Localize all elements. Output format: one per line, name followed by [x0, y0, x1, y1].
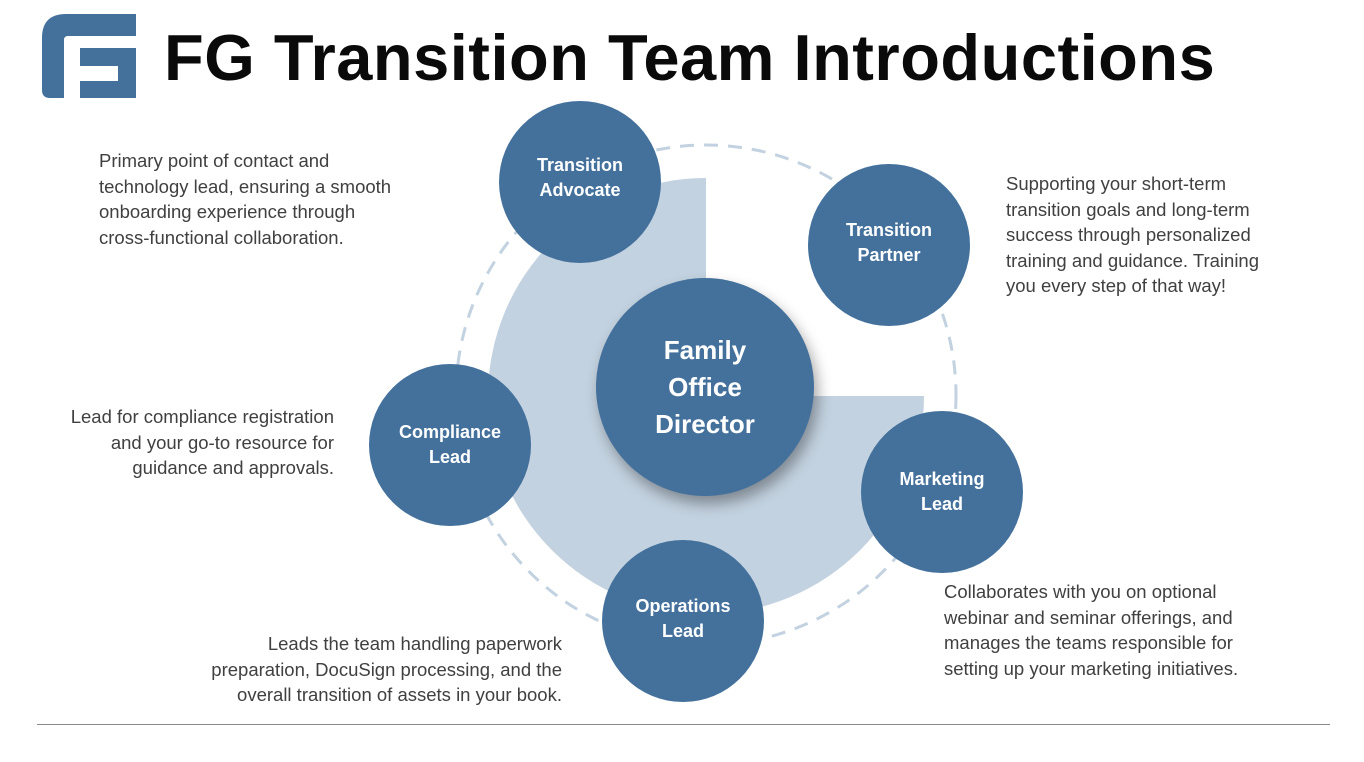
footer-divider: [37, 724, 1330, 725]
fg-logo: [42, 14, 136, 98]
page-title: FG Transition Team Introductions: [164, 21, 1216, 94]
